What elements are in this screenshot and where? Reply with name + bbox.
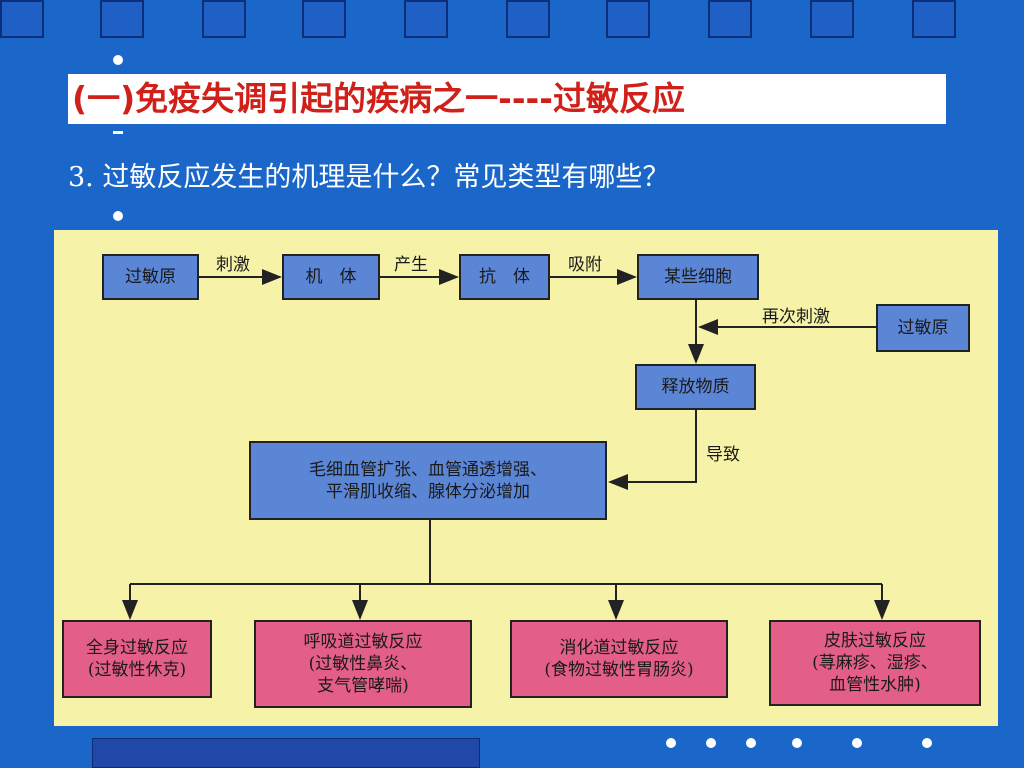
bullet-dot-1 [113, 55, 123, 65]
footer-dot-5 [852, 738, 862, 748]
arrow-release-to-effects [608, 410, 697, 490]
node-respiratory-allergy: 呼吸道过敏反应 (过敏性鼻炎、 支气管哮喘) [254, 620, 472, 708]
node-digestive-allergy: 消化道过敏反应 (食物过敏性胃肠炎) [510, 620, 728, 698]
footer-dot-1 [666, 738, 676, 748]
slide-title: (一)免疫失调引起的疾病之一----过敏反应 [68, 74, 946, 124]
node-antibody: 抗 体 [459, 254, 550, 300]
footer-dot-3 [746, 738, 756, 748]
decor-square-10 [912, 0, 956, 38]
label-produce: 产生 [394, 255, 428, 275]
label-stimulate: 刺激 [216, 255, 250, 275]
node-systemic-allergy: 全身过敏反应 (过敏性休克) [62, 620, 212, 698]
decor-square-7 [606, 0, 650, 38]
bottom-bar [92, 738, 480, 768]
decor-square-9 [810, 0, 854, 38]
diagram-connectors [122, 269, 890, 620]
footer-dot-6 [922, 738, 932, 748]
node-allergen-again: 过敏原 [876, 304, 970, 352]
decor-square-6 [506, 0, 550, 38]
decor-square-3 [202, 0, 246, 38]
decor-square-4 [302, 0, 346, 38]
node-physiological-effects: 毛细血管扩张、血管通透增强、 平滑肌收缩、腺体分泌增加 [249, 441, 607, 520]
node-release-substance: 释放物质 [635, 364, 756, 410]
label-restimulate: 再次刺激 [762, 307, 830, 327]
flow-diagram: 过敏原 机 体 抗 体 某些细胞 过敏原 释放物质 毛细血管扩张、血管通透增强、… [54, 230, 998, 726]
bullet-dash [113, 131, 123, 134]
footer-dot-2 [706, 738, 716, 748]
decor-square-2 [100, 0, 144, 38]
decor-square-1 [0, 0, 44, 38]
label-adsorb: 吸附 [568, 255, 602, 275]
question-text: 3. 过敏反应发生的机理是什么？常见类型有哪些？ [68, 162, 670, 193]
bullet-dot-2 [113, 211, 123, 221]
decor-square-8 [708, 0, 752, 38]
node-allergen: 过敏原 [102, 254, 199, 300]
decor-square-5 [404, 0, 448, 38]
node-skin-allergy: 皮肤过敏反应 (荨麻疹、湿疹、 血管性水肿) [769, 620, 981, 706]
node-body: 机 体 [282, 254, 380, 300]
node-certain-cells: 某些细胞 [637, 254, 759, 300]
label-cause: 导致 [706, 445, 740, 465]
footer-dot-4 [792, 738, 802, 748]
